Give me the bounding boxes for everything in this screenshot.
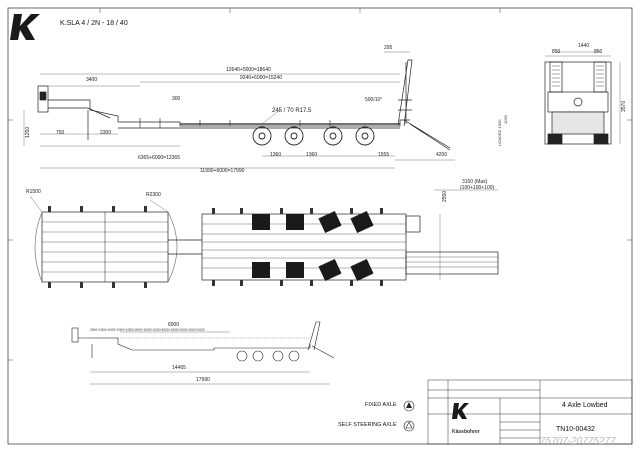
dim-overall-length: 12640+5000=18640 xyxy=(226,67,271,73)
lower-view-dimension-lines xyxy=(90,331,330,385)
top-view-stakes xyxy=(48,206,383,288)
dim-front-850-left: 850 xyxy=(552,49,561,55)
legend-self-steering-axle: SELF STEERING AXLE xyxy=(338,422,397,428)
side-view-dimension-lines xyxy=(23,51,455,169)
radius-front: R1500 xyxy=(26,189,41,195)
dim-deck-length: 9240+6000=15240 xyxy=(240,75,282,81)
model-designation: K.SLA 4 / 2N - 18 / 40 xyxy=(60,20,128,27)
dim-17990-lower: 17990 xyxy=(196,377,210,383)
legend-fixed-axle: FIXED AXLE xyxy=(365,402,397,408)
dim-loaded-height: LOADED 1000 xyxy=(497,119,502,146)
dim-ramp-angle: 500/10° xyxy=(365,97,383,103)
top-view-dimension-lines xyxy=(29,189,498,280)
top-view-wheels xyxy=(252,210,374,282)
dim-wheelbase: 6365+6000=12365 xyxy=(138,155,180,161)
front-view-dimension-lines xyxy=(545,51,621,144)
sheet-frame-ticks xyxy=(8,8,632,361)
self-steering-axle-symbol xyxy=(403,420,415,432)
radius-rear: R2300 xyxy=(146,192,161,198)
sheet-border xyxy=(7,7,633,445)
lower-side-view xyxy=(71,321,335,362)
side-view xyxy=(37,59,451,151)
ramp-max-width: 3150 (Max) xyxy=(462,179,488,185)
brand-logo xyxy=(10,14,40,40)
listing-watermark: 75707-20775277 xyxy=(540,436,616,447)
dim-axle-spacing-3: 1555 xyxy=(378,152,390,158)
dim-300: 300 xyxy=(172,96,181,102)
tyre-size-label: 245 / 70 R17.5 xyxy=(272,108,312,114)
dim-axle-spacing-2: 1360 xyxy=(306,152,318,158)
drawing-title: 4 Axle Lowbed xyxy=(562,402,608,409)
dim-front-850-right: 850 xyxy=(594,49,603,55)
dim-ramp-length: 4200 xyxy=(436,152,448,158)
dim-6000: 6000 xyxy=(168,322,180,328)
dim-chain: 2000+1000+1000+1000+1000+2000+1000+1000+… xyxy=(90,328,205,332)
dim-2300: 2300 xyxy=(100,130,112,136)
dim-fifth-wheel-height: 1250 xyxy=(25,126,31,138)
top-view xyxy=(34,211,499,283)
title-block-logo xyxy=(452,403,469,419)
dim-750: 750 xyxy=(56,130,65,136)
fixed-axle-symbol xyxy=(403,400,415,412)
dim-gooseneck: 3400 xyxy=(86,77,98,83)
ramp-width-breakdown: (100+100+100) xyxy=(460,185,495,191)
dim-front-height: 3570 xyxy=(621,100,627,112)
dim-1050: 1050 xyxy=(503,115,508,124)
brand-name: Kässbohrer xyxy=(452,429,480,435)
dim-axle-spacing-1: 1360 xyxy=(270,152,282,158)
drawing-number: TN10-00432 xyxy=(556,426,595,433)
dim-overall-17990: 11990+6000=17990 xyxy=(200,168,245,174)
front-view xyxy=(544,61,612,145)
dim-ramp-top: 295 xyxy=(384,45,393,51)
dim-14465: 14465 xyxy=(172,365,186,371)
dim-width-2550: 2550 xyxy=(442,190,448,202)
legend-symbols xyxy=(403,400,415,432)
side-view-wheels xyxy=(252,126,375,146)
dim-front-width: 1440 xyxy=(578,43,590,49)
